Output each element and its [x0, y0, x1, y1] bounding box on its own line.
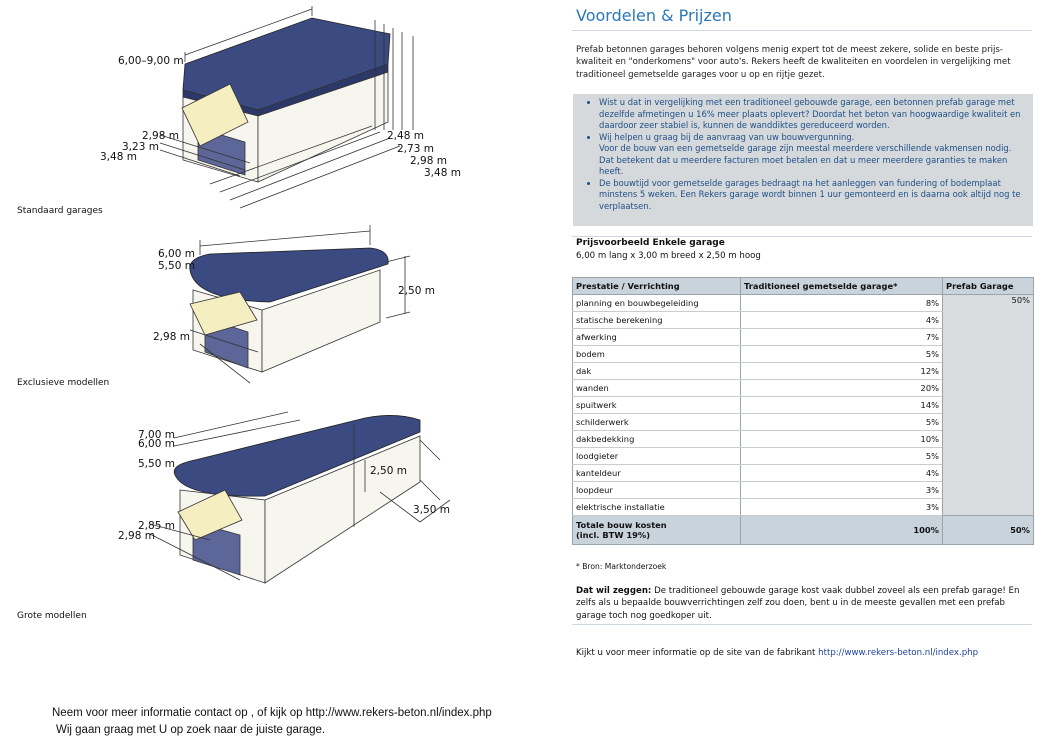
dim-label: 6,00 m: [138, 438, 175, 450]
garage-exclusive-drawing: [189, 225, 411, 384]
dim-label: 2,73 m: [397, 143, 434, 155]
dim-label: 2,50 m: [370, 465, 407, 477]
column-header: Prefab Garage: [942, 277, 1034, 295]
advantage-bullet: Wij helpen u graag bij de aanvraag van u…: [599, 132, 1027, 178]
advantage-bullet: Wist u dat in vergelijking met een tradi…: [599, 97, 1027, 132]
row-label: schilderwerk: [572, 413, 741, 431]
advantage-bullet: De bouwtijd voor gemetselde garages bedr…: [599, 178, 1027, 213]
footer-tagline: Wij gaan graag met U op zoek naar de jui…: [56, 724, 326, 736]
footer-contact: Neem voor meer informatie contact op , o…: [52, 707, 492, 719]
more-info: Kijkt u voor meer informatie op de site …: [576, 648, 979, 658]
divider: [572, 624, 1032, 625]
divider: [572, 30, 1032, 31]
dim-label: 3,48 m: [100, 151, 137, 163]
page-title: Voordelen & Prijzen: [576, 6, 732, 25]
garage-standard-drawing: [159, 6, 414, 209]
dim-length: 6,00–9,00 m: [118, 55, 184, 67]
row-label: dak: [572, 362, 741, 380]
dim-label: 2,98 m: [118, 530, 155, 542]
dim-label: 2,50 m: [398, 285, 435, 297]
row-traditional-value: 12%: [740, 362, 943, 380]
caption-standard: Standaard garages: [17, 206, 103, 216]
caption-exclusive: Exclusieve modellen: [17, 378, 110, 388]
price-table: Prestatie / Verrichting Traditioneel gem…: [572, 277, 1034, 545]
row-traditional-value: 3%: [740, 498, 943, 516]
row-label: loodgieter: [572, 447, 741, 465]
dim-label: 2,98 m: [410, 155, 447, 167]
table-total-row: Totale bouw kosten(incl. BTW 19%) 100% 5…: [572, 515, 1034, 545]
row-traditional-value: 10%: [740, 430, 943, 448]
prefab-value: 50%: [942, 294, 1034, 516]
row-traditional-value: 5%: [740, 447, 943, 465]
row-label: loopdeur: [572, 481, 741, 499]
manufacturer-link[interactable]: http://www.rekers-beton.nl/index.php: [818, 648, 979, 658]
row-traditional-value: 5%: [740, 413, 943, 431]
total-traditional: 100%: [740, 515, 943, 545]
caption-large: Grote modellen: [17, 611, 87, 621]
dim-label: 2,98 m: [153, 331, 190, 343]
row-label: planning en bouwbegeleiding: [572, 294, 741, 312]
footer-link[interactable]: http://www.rekers-beton.nl/index.php: [305, 707, 492, 719]
advantages-box: Wist u dat in vergelijking met een tradi…: [573, 94, 1033, 226]
row-label: kanteldeur: [572, 464, 741, 482]
row-label: statische berekening: [572, 311, 741, 329]
dim-label: 3,23 m: [122, 141, 159, 153]
row-traditional-value: 8%: [740, 294, 943, 312]
row-traditional-value: 4%: [740, 311, 943, 329]
source-note: * Bron: Marktonderzoek: [576, 562, 667, 571]
row-label: dakbedekking: [572, 430, 741, 448]
row-traditional-value: 3%: [740, 481, 943, 499]
garage-illustrations: [149, 6, 451, 584]
dim-label: 6,00 m: [158, 248, 195, 260]
row-label: bodem: [572, 345, 741, 363]
row-traditional-value: 7%: [740, 328, 943, 346]
row-traditional-value: 20%: [740, 379, 943, 397]
dim-label: 2,98 m: [142, 130, 179, 142]
garage-large-drawing: [149, 411, 451, 584]
dim-label: 5,50 m: [158, 260, 195, 272]
row-label: elektrische installatie: [572, 498, 741, 516]
row-traditional-value: 4%: [740, 464, 943, 482]
row-traditional-value: 5%: [740, 345, 943, 363]
dim-label: 5,50 m: [138, 458, 175, 470]
column-header: Prestatie / Verrichting: [572, 277, 741, 295]
divider: [572, 236, 1032, 237]
total-prefab: 50%: [942, 515, 1034, 545]
row-label: afwerking: [572, 328, 741, 346]
dim-label: 7,00 m: [138, 429, 175, 441]
conclusion-paragraph: Dat wil zeggen: De traditioneel gebouwde…: [576, 586, 1020, 621]
price-heading: Prijsvoorbeeld Enkele garage: [576, 238, 725, 248]
total-label: Totale bouw kosten(incl. BTW 19%): [572, 515, 741, 545]
row-label: spuitwerk: [572, 396, 741, 414]
row-traditional-value: 14%: [740, 396, 943, 414]
dim-label: 2,85 m: [138, 520, 175, 532]
column-header: Traditioneel gemetselde garage*: [740, 277, 943, 295]
dim-label: 3,48 m: [424, 167, 461, 179]
dim-label: 2,48 m: [387, 130, 424, 142]
dim-label: 3,50 m: [413, 504, 450, 516]
row-label: wanden: [572, 379, 741, 397]
table-header-row: Prestatie / Verrichting Traditioneel gem…: [572, 277, 1034, 295]
price-dimensions: 6,00 m lang x 3,00 m breed x 2,50 m hoog: [576, 251, 761, 261]
intro-paragraph: Prefab betonnen garages behoren volgens …: [576, 45, 1011, 80]
